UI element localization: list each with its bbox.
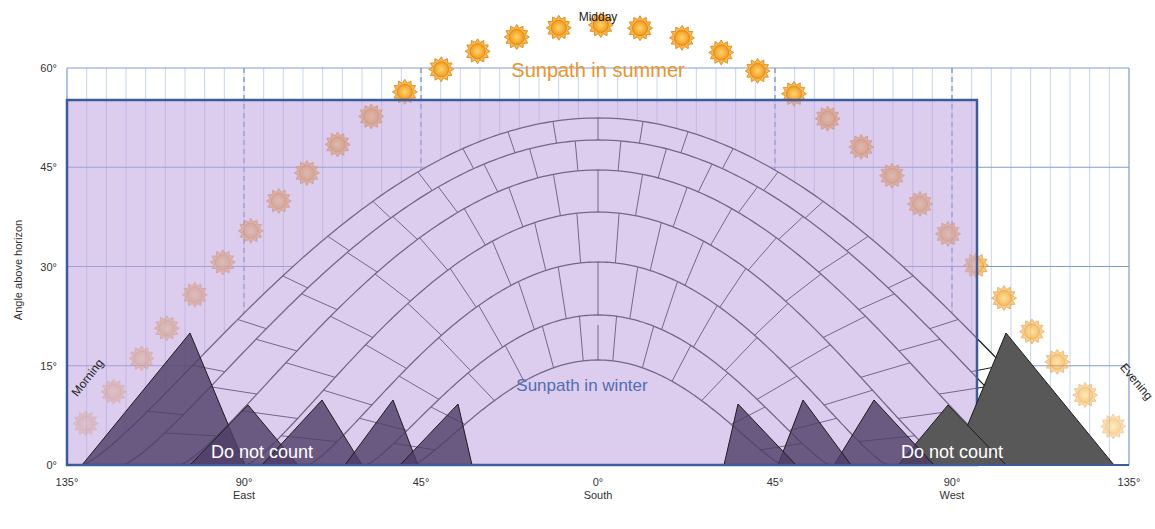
direction-label: South bbox=[584, 489, 613, 501]
x-tick: 0° bbox=[593, 476, 604, 488]
sun-icon bbox=[992, 286, 1017, 311]
x-tick: 135° bbox=[56, 476, 79, 488]
sun-icon bbox=[504, 24, 529, 49]
sun-icon bbox=[546, 15, 571, 40]
x-tick: 135° bbox=[1118, 476, 1141, 488]
sun-icon bbox=[1073, 383, 1098, 408]
sun-icon bbox=[1045, 349, 1070, 374]
x-tick: 45° bbox=[767, 476, 784, 488]
summer-path-label: Sunpath in summer bbox=[511, 59, 684, 81]
sun-icon bbox=[1020, 319, 1045, 344]
exclusion-label: Do not count bbox=[211, 443, 313, 463]
sun-icon bbox=[709, 40, 734, 65]
grid bbox=[67, 68, 1129, 465]
sun-icon bbox=[670, 25, 695, 50]
y-tick: 45° bbox=[40, 161, 57, 173]
winter-path-label: Sunpath in winter bbox=[516, 377, 647, 396]
sun-icon bbox=[1101, 414, 1126, 439]
sun-icon bbox=[465, 39, 490, 64]
sun-icon bbox=[429, 57, 454, 82]
y-tick: 60° bbox=[40, 62, 57, 74]
direction-label: East bbox=[233, 489, 255, 501]
exclusion-label: Do not count bbox=[901, 443, 1003, 463]
y-tick: 15° bbox=[40, 360, 57, 372]
excluded-regions bbox=[82, 333, 1114, 465]
y-axis-title: Angle above horizon bbox=[12, 220, 24, 320]
midday-label: Midday bbox=[579, 11, 618, 24]
x-tick: 90° bbox=[236, 476, 253, 488]
sun-icon bbox=[628, 16, 653, 41]
x-tick: 90° bbox=[944, 476, 961, 488]
y-tick: 0° bbox=[46, 459, 57, 471]
evening-label: Evening bbox=[1117, 361, 1155, 403]
sun-icon bbox=[745, 58, 770, 83]
y-tick: 30° bbox=[40, 260, 57, 272]
x-tick: 45° bbox=[413, 476, 430, 488]
count-region bbox=[67, 100, 977, 465]
direction-label: West bbox=[940, 489, 965, 501]
